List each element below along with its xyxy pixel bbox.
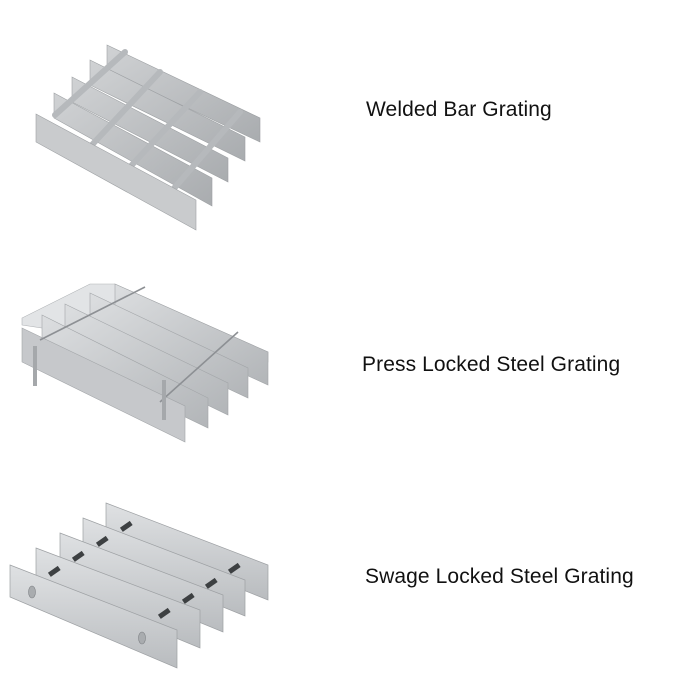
- swage-locked-steel-grating-image: [9, 502, 269, 669]
- grating-item-swage-locked: Swage Locked Steel Grating: [0, 490, 674, 670]
- grating-item-press-locked: Press Locked Steel Grating: [0, 270, 674, 460]
- grating-label-swage-locked: Swage Locked Steel Grating: [365, 565, 634, 588]
- grating-label-press-locked: Press Locked Steel Grating: [362, 353, 621, 376]
- grating-label-welded: Welded Bar Grating: [366, 98, 552, 121]
- welded-bar-grating-image: [35, 44, 261, 231]
- press-locked-steel-grating-image: [21, 283, 269, 443]
- grating-item-welded: Welded Bar Grating: [0, 30, 674, 250]
